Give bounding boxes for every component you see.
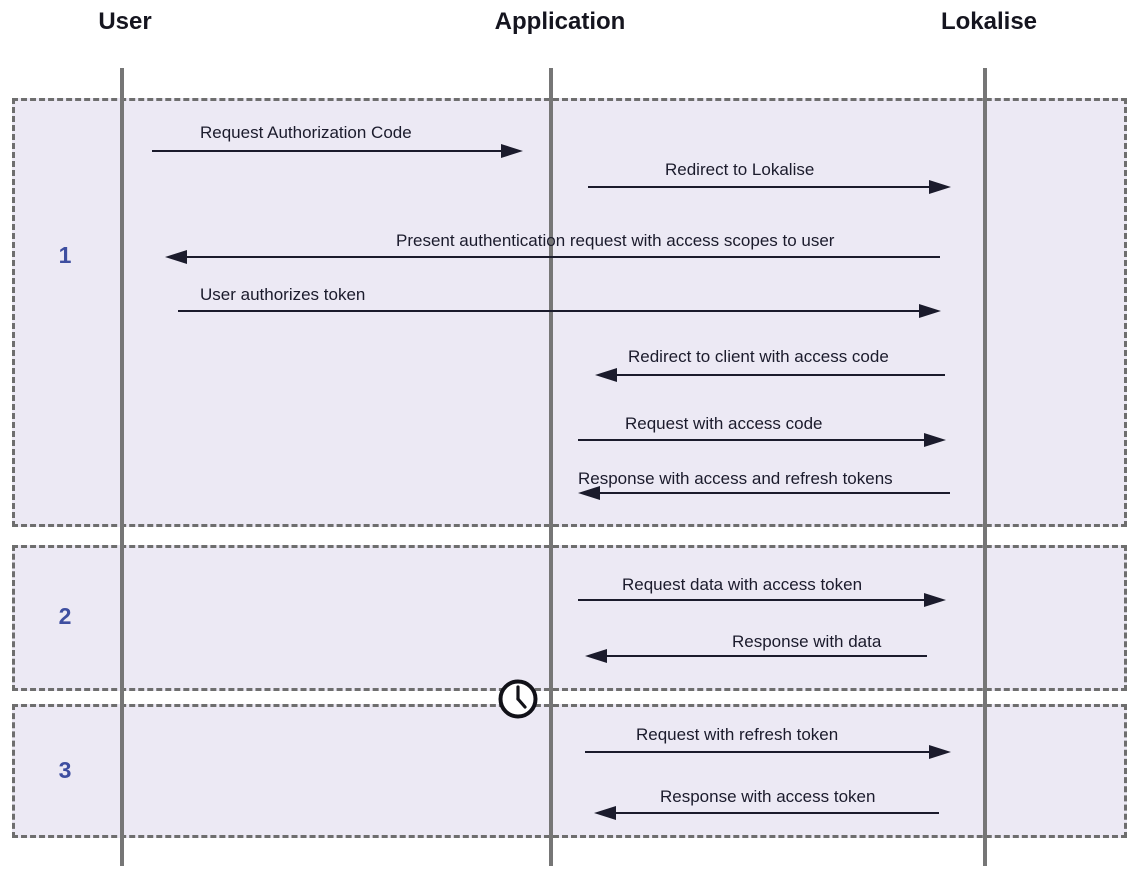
arrow-right-icon [924,433,946,447]
section-box-3 [12,704,1127,838]
message-label: Request data with access token [622,575,863,594]
message-arrow [152,144,523,158]
message-arrow [578,486,950,500]
lifeline-lokalise [983,68,987,866]
arrow-left-icon [165,250,187,264]
message-label: Request Authorization Code [200,123,412,142]
message-arrow [585,649,927,663]
section-box-1 [12,98,1127,527]
arrow-right-icon [501,144,523,158]
section-number-2: 2 [58,603,72,629]
section-number-1: 1 [58,242,72,268]
message-label: Present authentication request with acce… [396,231,835,250]
section-box-2 [12,545,1127,691]
arrow-left-icon [594,806,616,820]
message-label: Redirect to client with access code [628,347,889,366]
actor-label-lokalise: Lokalise [940,8,1038,35]
message-label: Response with access and refresh tokens [578,469,893,488]
arrow-left-icon [585,649,607,663]
message-label: Request with refresh token [636,725,839,744]
arrow-left-icon [578,486,600,500]
arrow-right-icon [919,304,941,318]
section-number-3: 3 [58,757,72,783]
arrow-left-icon [595,368,617,382]
message-arrow [594,806,939,820]
actor-label-application: Application [494,8,626,35]
message-arrow [578,593,946,607]
lifeline-user [120,68,124,866]
arrow-right-icon [924,593,946,607]
message-arrow [578,433,946,447]
clock-icon [498,679,538,719]
message-label: Response with data [732,632,882,651]
message-arrow [595,368,945,382]
message-arrow [588,180,951,194]
message-arrow [178,304,941,318]
message-arrow [165,250,940,264]
message-label: Request with access code [625,414,823,433]
message-label: Redirect to Lokalise [665,160,815,179]
actor-label-user: User [98,8,152,35]
arrow-right-icon [929,745,951,759]
message-arrow [585,745,951,759]
message-label: Response with access token [660,787,876,806]
message-label: User authorizes token [200,285,366,304]
lifeline-application [549,68,553,866]
arrow-right-icon [929,180,951,194]
